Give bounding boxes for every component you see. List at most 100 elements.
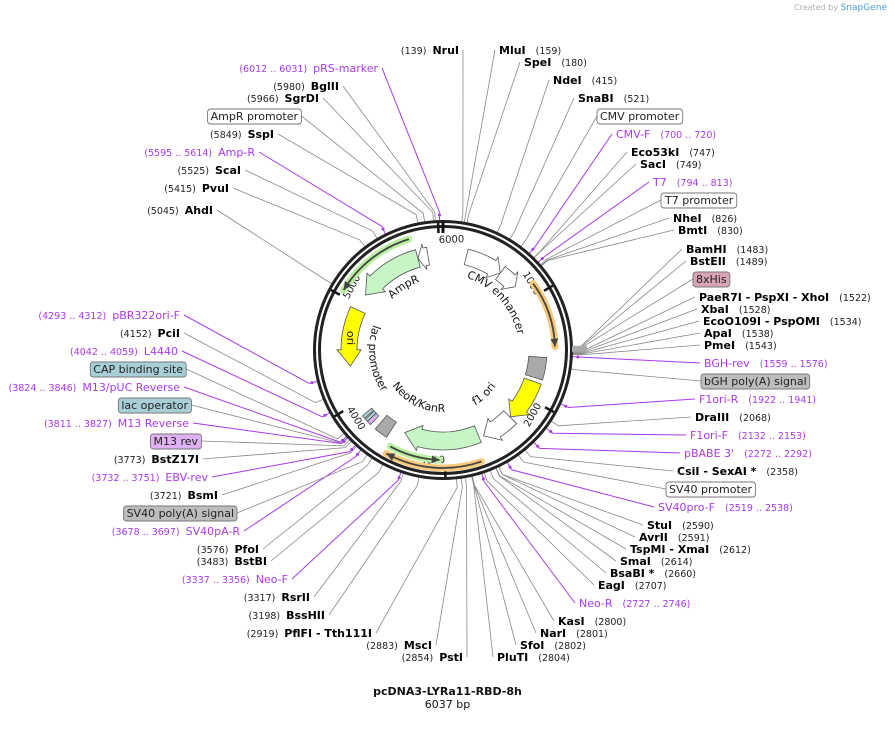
- enzyme-label-csii-sexai[interactable]: CsiI - SexAI *(2358): [677, 465, 798, 478]
- primer-label-ebv-rev[interactable]: (3732 .. 3751)EBV-rev: [92, 471, 209, 484]
- ampr-orf-head: [343, 280, 352, 291]
- enzyme-label-ahdi[interactable]: (5045)AhdI: [147, 204, 213, 217]
- enzyme-label-bstbi[interactable]: (3483)BstBI: [197, 555, 267, 568]
- enzyme-label-tspmi-xmai[interactable]: TspMI - XmaI(2612): [630, 543, 751, 556]
- feature-label-bgh-poly-a-signal[interactable]: bGH poly(A) signal: [700, 373, 811, 390]
- site-position: (2801): [576, 629, 608, 640]
- enzyme-label-mlui[interactable]: MluI(159): [499, 44, 561, 57]
- primer-label-m13-reverse[interactable]: (3811 .. 3827)M13 Reverse: [44, 417, 189, 430]
- feature-label-ampr-promoter[interactable]: AmpR promoter: [207, 108, 302, 125]
- enzyme-label-nhei[interactable]: NheI(826): [673, 212, 737, 225]
- feature-name: T7 promoter: [664, 194, 734, 207]
- enzyme-label-saci[interactable]: SacI(749): [640, 158, 702, 171]
- enzyme-label-stui[interactable]: StuI(2590): [647, 519, 714, 532]
- enzyme-label-rsrii[interactable]: (3317)RsrII: [244, 591, 310, 604]
- enzyme-label-smai[interactable]: SmaI(2614): [620, 555, 693, 568]
- ori-arrow[interactable]: [336, 306, 366, 367]
- primer-label-neo-f[interactable]: (3337 .. 3356)Neo-F: [182, 573, 288, 586]
- enzyme-label-sfoi[interactable]: SfoI(2802): [520, 639, 586, 652]
- leader-line: [466, 61, 521, 224]
- enzyme-label-nari[interactable]: NarI(2801): [540, 627, 608, 640]
- feature-label-lac-operator[interactable]: lac operator: [117, 397, 192, 414]
- cmv-promoter-arrow[interactable]: [494, 266, 519, 290]
- feature-label-m13-rev[interactable]: M13 rev: [150, 433, 202, 450]
- enzyme-label-bsshii[interactable]: (3198)BssHII: [249, 609, 325, 622]
- feature-label-cmv-promoter[interactable]: CMV promoter: [596, 108, 684, 125]
- feature-label-sv40-poly-a-signal[interactable]: SV40 poly(A) signal: [123, 505, 238, 522]
- enzyme-label-bsteii[interactable]: BstEII(1489): [690, 255, 767, 268]
- enzyme-label-apai[interactable]: ApaI(1538): [704, 327, 774, 340]
- enzyme-label-sspi[interactable]: (5849)SspI: [210, 128, 274, 141]
- enzyme-label-pmei[interactable]: PmeI(1543): [704, 339, 777, 352]
- enzyme-label-msci[interactable]: (2883)MscI: [366, 639, 432, 652]
- enzyme-label-avrii[interactable]: AvrII(2591): [639, 531, 710, 544]
- primer-label-f1ori-r[interactable]: F1ori-R(1922 .. 1941): [699, 393, 816, 406]
- feature-label-cap-binding-site[interactable]: CAP binding site: [89, 361, 187, 378]
- enzyme-label-nrui[interactable]: (139)NruI: [401, 44, 459, 57]
- enzyme-label-bglii[interactable]: (5980)BglII: [273, 80, 339, 93]
- primer-label-pbr322ori-f[interactable]: (4293 .. 4312)pBR322ori-F: [38, 309, 180, 322]
- sv40-promoter-arrow[interactable]: [483, 410, 518, 441]
- enzyme-label-draiii[interactable]: DraIII(2068): [695, 411, 771, 424]
- primer-label-pbabe-3[interactable]: pBABE 3'(2272 .. 2292): [684, 447, 812, 460]
- f1-ori-arrow[interactable]: [508, 377, 542, 418]
- enzyme-label-pfoi[interactable]: (3576)PfoI: [197, 543, 259, 556]
- primer-label-m13-puc-reverse[interactable]: (3824 .. 3846)M13/pUC Reverse: [9, 381, 181, 394]
- leader-line: [509, 97, 575, 240]
- sv40-polya-block[interactable]: [374, 414, 397, 438]
- site-name: F1ori-F: [690, 429, 728, 442]
- label-text: SnaBI(521): [578, 92, 649, 105]
- ampr-orf[interactable]: [342, 238, 410, 291]
- primer-label-f1ori-f[interactable]: F1ori-F(2132 .. 2153): [690, 429, 806, 442]
- enzyme-label-xbai[interactable]: XbaI(1528): [701, 303, 770, 316]
- enzyme-label-bamhi[interactable]: BamHI(1483): [686, 243, 768, 256]
- cap-site-block[interactable]: [361, 407, 375, 419]
- enzyme-label-sgrdi[interactable]: (5966)SgrDI: [247, 92, 319, 105]
- primer-label-l4440[interactable]: (4042 .. 4059)L4440: [70, 345, 178, 358]
- primer-label-neo-r[interactable]: Neo-R(2727 .. 2746): [579, 597, 690, 610]
- neor-kanr-arrow[interactable]: [404, 424, 482, 452]
- primer-label-cmv-f[interactable]: CMV-F(700 .. 720): [616, 128, 716, 141]
- enzyme-label-bsmi[interactable]: (3721)BsmI: [150, 489, 218, 502]
- orf-bottom[interactable]: [385, 452, 482, 469]
- feature-name: lac operator: [121, 399, 188, 412]
- enzyme-label-bstz17i[interactable]: (3773)BstZ17I: [114, 453, 199, 466]
- primer-label-prs-marker[interactable]: (6012 .. 6031)pRS-marker: [239, 62, 378, 75]
- bgh-polya-block[interactable]: [524, 355, 548, 381]
- feature-label-sv40-promoter[interactable]: SV40 promoter: [665, 481, 756, 498]
- ampr-arrow[interactable]: [365, 249, 421, 296]
- neor-label: NeoR/KanR: [390, 379, 446, 415]
- cmv-enhancer-arrow[interactable]: [463, 248, 501, 279]
- primer-label-sv40pa-r[interactable]: (3678 .. 3697)SV40pA-R: [112, 525, 241, 538]
- primer-label-bgh-rev[interactable]: BGH-rev(1559 .. 1576): [704, 357, 828, 370]
- enzyme-label-psti[interactable]: (2854)PstI: [402, 651, 463, 664]
- lac-operator-block[interactable]: [364, 410, 377, 423]
- site-position: (415): [592, 76, 618, 87]
- enzyme-label-pcii[interactable]: (4152)PciI: [120, 327, 180, 340]
- leader-line: [498, 466, 636, 538]
- primer-label-amp-r[interactable]: (5595 .. 5614)Amp-R: [144, 146, 255, 159]
- label-text: EagI(2707): [598, 579, 667, 592]
- feature-label-8xhis[interactable]: 8xHis: [692, 271, 731, 288]
- enzyme-label-bsabi[interactable]: BsaBI *(2660): [610, 567, 696, 580]
- feature-label-t7-promoter[interactable]: T7 promoter: [660, 192, 738, 209]
- enzyme-label-snabi[interactable]: SnaBI(521): [578, 92, 649, 105]
- enzyme-label-ndei[interactable]: NdeI(415): [553, 74, 617, 87]
- enzyme-label-ecoo109i-pspomi[interactable]: EcoO109I - PspOMI(1534): [703, 315, 862, 328]
- primer-label-sv40pro-f[interactable]: SV40pro-F(2519 .. 2538): [658, 501, 793, 514]
- enzyme-label-spei[interactable]: SpeI(180): [524, 56, 587, 69]
- ampr-promoter-arrow[interactable]: [417, 243, 430, 270]
- enzyme-label-eco53ki[interactable]: Eco53kI(747): [631, 146, 715, 159]
- enzyme-label-pvui[interactable]: (5415)PvuI: [164, 182, 229, 195]
- enzyme-label-pluti[interactable]: PluTI(2804): [497, 651, 570, 664]
- tick-label: 6000: [439, 234, 465, 246]
- enzyme-label-scai[interactable]: (5525)ScaI: [177, 164, 241, 177]
- enzyme-label-paer7i-pspxi-xhoi[interactable]: PaeR7I - PspXI - XhoI(1522): [699, 291, 871, 304]
- primer-label-t7[interactable]: T7(794 .. 813): [652, 176, 732, 189]
- enzyme-label-eagi[interactable]: EagI(2707): [598, 579, 667, 592]
- enzyme-label-kasi[interactable]: KasI(2800): [558, 615, 626, 628]
- lac-promoter-label-text: lac promoter: [366, 324, 391, 394]
- site-position: (5966): [247, 94, 279, 105]
- enzyme-label-bmti[interactable]: BmtI(830): [678, 224, 743, 237]
- enzyme-label-pflfi-tth111i[interactable]: (2919)PflFI - Tth111I: [247, 627, 372, 640]
